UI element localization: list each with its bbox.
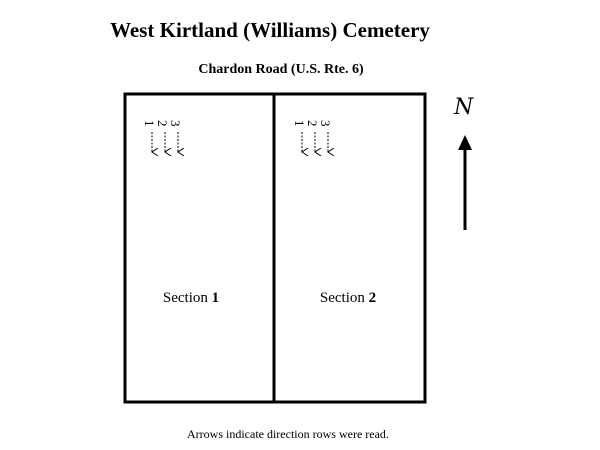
row-number-label: 1 xyxy=(292,120,307,127)
row-number-label: 3 xyxy=(318,120,333,127)
footnote: Arrows indicate direction rows were read… xyxy=(187,427,389,441)
section-1-row-arrows: 1 2 3 xyxy=(142,120,183,152)
north-label: N xyxy=(454,95,474,120)
section-2-label: Section 2 xyxy=(273,290,423,307)
road-label: Chardon Road (U.S. Rte. 6) xyxy=(198,62,364,77)
section-2-row-arrows: 1 2 3 xyxy=(292,120,333,152)
row-number-label: 1 xyxy=(142,120,157,127)
north-arrow-icon xyxy=(458,135,472,230)
row-number-label: 3 xyxy=(168,120,183,127)
cemetery-title: West Kirtland (Williams) Cemetery xyxy=(110,18,430,42)
section-1-number: 1 xyxy=(211,290,220,306)
section-2-word: Section xyxy=(319,290,365,306)
row-number-label: 2 xyxy=(155,120,170,127)
section-2-number: 2 xyxy=(368,290,377,306)
section-1-word: Section xyxy=(162,290,208,306)
section-1-label: Section 1 xyxy=(116,290,266,307)
row-number-label: 2 xyxy=(305,120,320,127)
